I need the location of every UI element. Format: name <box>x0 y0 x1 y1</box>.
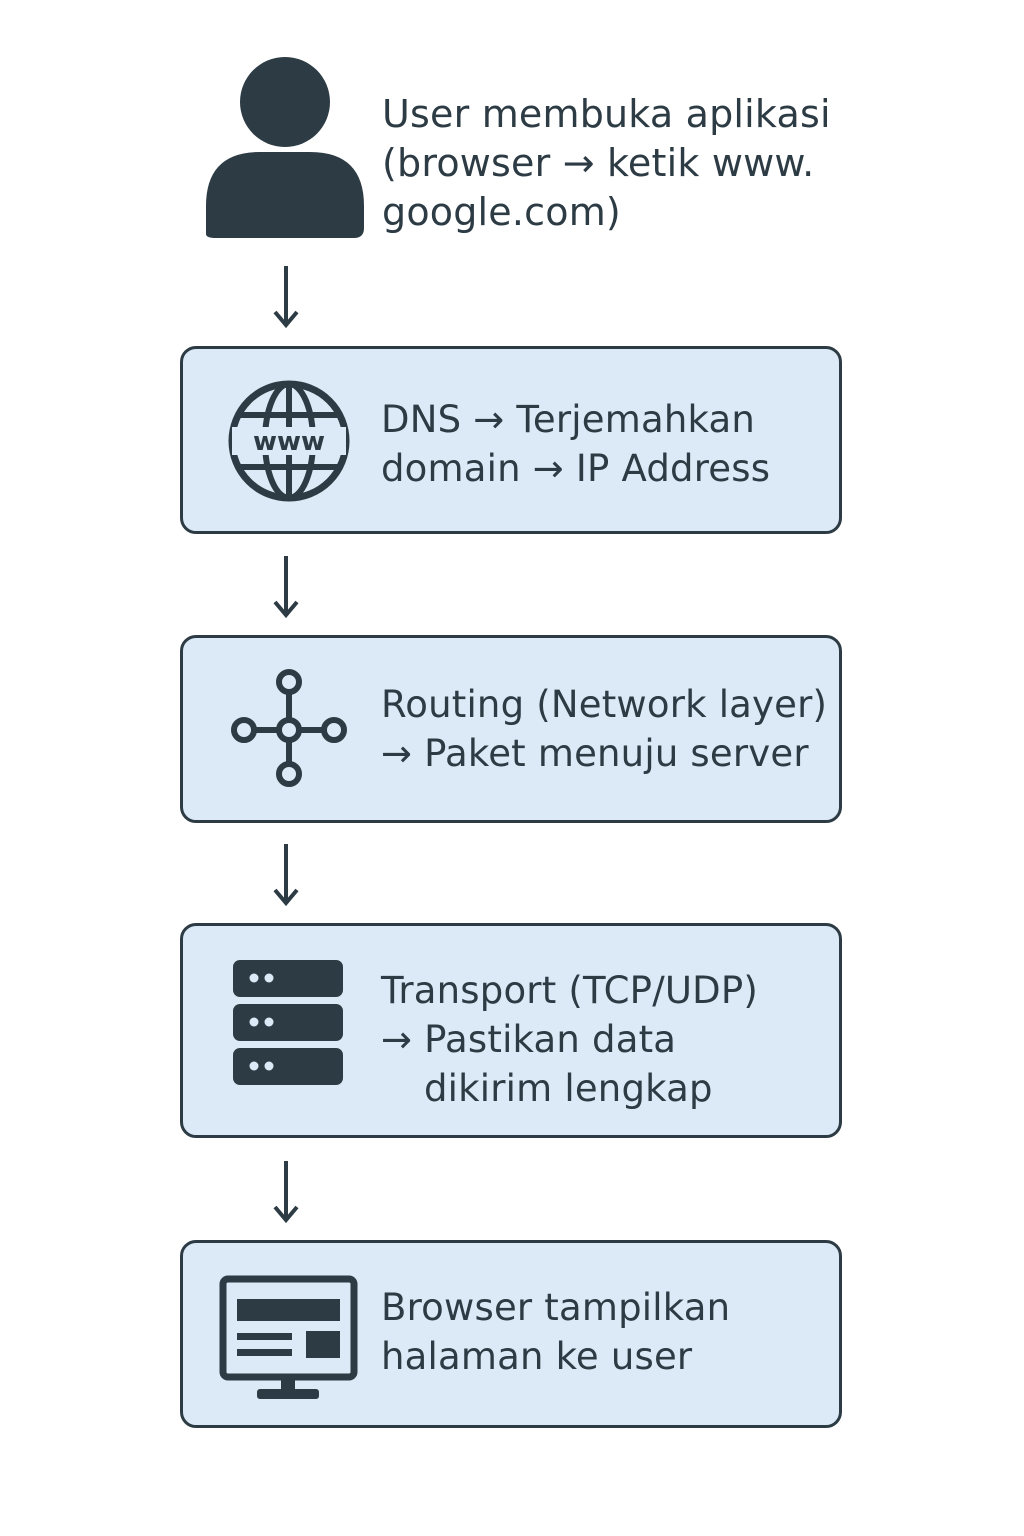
user-icon <box>206 57 364 238</box>
user-description: User membuka aplikasi (browser → ketik w… <box>382 90 1002 237</box>
step-routing-text: Routing (Network layer) → Paket menuju s… <box>381 680 841 778</box>
step-routing: Routing (Network layer) → Paket menuju s… <box>180 635 842 823</box>
step-text-line: Routing (Network layer) <box>381 683 828 726</box>
user-description-line: (browser → ketik www. <box>382 141 815 185</box>
step-text-line: domain → IP Address <box>381 447 771 490</box>
flow-arrow <box>273 844 299 907</box>
flow-arrow <box>273 1161 299 1224</box>
monitor-icon <box>219 1275 358 1399</box>
server-icon <box>233 960 343 1085</box>
user-description-line: google.com) <box>382 190 621 234</box>
step-dns-text: DNS → Terjemahkan domain → IP Address <box>381 395 841 493</box>
globe-www-label: www <box>253 427 325 457</box>
network-node-icon <box>231 669 347 787</box>
user-description-line: User membuka aplikasi <box>382 92 831 136</box>
flow-arrow <box>273 266 299 329</box>
step-text-line: dikirim lengkap <box>424 1067 713 1110</box>
step-text-line: Transport (TCP/UDP) <box>381 969 758 1012</box>
step-text-line: Browser tampilkan <box>381 1286 731 1329</box>
step-browser-text: Browser tampilkan halaman ke user <box>381 1283 841 1381</box>
globe-www-icon: www <box>228 380 350 502</box>
step-transport: Transport (TCP/UDP) → Pastikan data diki… <box>180 923 842 1138</box>
step-transport-text: Transport (TCP/UDP) → Pastikan data diki… <box>381 966 841 1113</box>
step-browser: Browser tampilkan halaman ke user <box>180 1240 842 1428</box>
step-text-line: DNS → Terjemahkan <box>381 398 755 441</box>
step-text-line: → Pastikan data <box>381 1018 677 1061</box>
flow-arrow <box>273 556 299 619</box>
step-dns: www DNS → Terjemahkan domain → IP Addres… <box>180 346 842 534</box>
step-text-line: halaman ke user <box>381 1335 693 1378</box>
step-text-line: → Paket menuju server <box>381 732 809 775</box>
